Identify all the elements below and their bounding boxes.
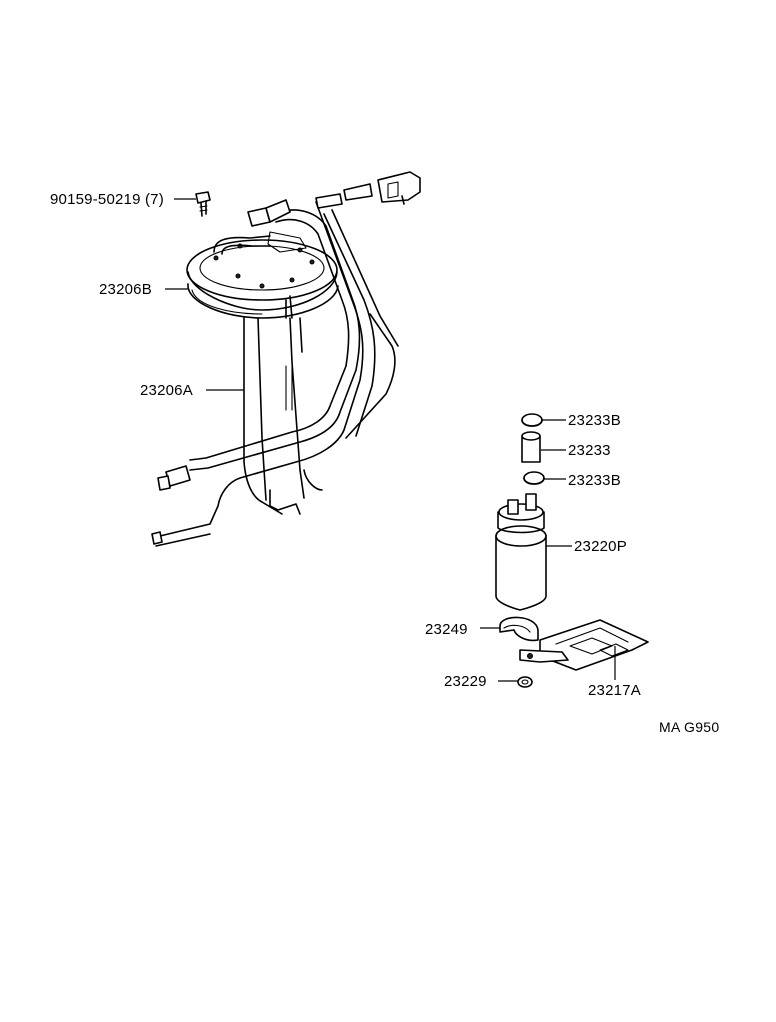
reference-code: MA G950 (659, 719, 719, 735)
label-cushion: 23249 (425, 621, 468, 638)
bracket-body-drawing (243, 295, 323, 515)
clamp-lower-drawing (523, 471, 545, 485)
clamp-upper-drawing (521, 413, 543, 427)
label-fuel-pump: 23220P (574, 538, 627, 555)
gasket-drawing (187, 283, 339, 319)
label-clamp-upper: 23233B (568, 412, 621, 429)
label-hose: 23233 (568, 442, 611, 459)
bolt-drawing (195, 191, 211, 217)
cushion-drawing (499, 616, 539, 642)
fuel-tubes-drawing (151, 201, 399, 547)
connector-drawing (247, 171, 421, 227)
hose-drawing (521, 431, 541, 463)
bracket-assembly-drawing (151, 171, 421, 547)
label-filter: 23217A (588, 682, 641, 699)
label-clamp-lower: 23233B (568, 472, 621, 489)
filter-drawing (519, 619, 649, 671)
fuel-pump-drawing (495, 493, 547, 611)
label-gasket: 23206B (99, 281, 152, 298)
label-bolt: 90159-50219 (7) (50, 191, 164, 208)
label-clip: 23229 (444, 673, 487, 690)
clip-drawing (517, 676, 533, 688)
top-plate-drawing (186, 231, 338, 311)
leader-lines (165, 198, 616, 682)
label-bracket: 23206A (140, 382, 193, 399)
